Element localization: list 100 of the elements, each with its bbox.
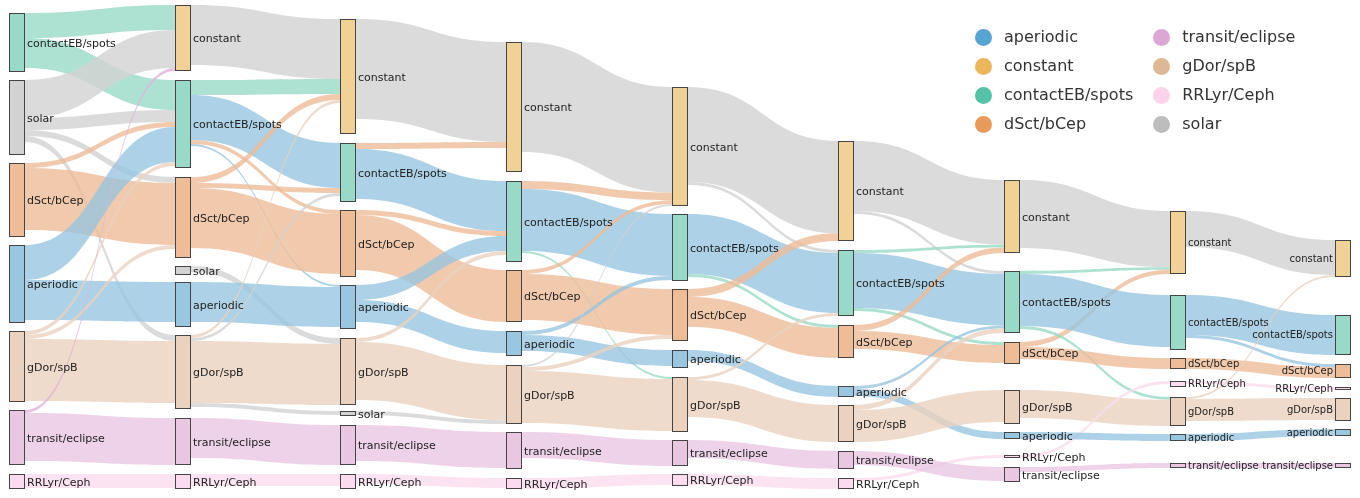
node-label: gDor/spB: [524, 389, 575, 400]
node-label: transit/eclipse: [27, 432, 105, 443]
legend-label: aperiodic: [1004, 26, 1078, 48]
flow-band: [25, 30, 175, 118]
node-label: contactEB/spots: [193, 118, 282, 130]
flow-band: [191, 403, 340, 415]
node-label: gDor/spB: [27, 361, 78, 372]
node-label: transit/eclipse: [856, 454, 934, 466]
flow-band: [25, 245, 175, 339]
node-label: gDor/spB: [1286, 404, 1333, 415]
node-label: dSct/bCep: [524, 290, 581, 302]
flow-band: [1186, 211, 1335, 276]
flow-band: [688, 182, 838, 253]
flow-band: [522, 204, 672, 367]
node-label: transit/eclipse: [690, 447, 768, 459]
node-label: aperiodic: [690, 353, 741, 365]
node-label: gDor/spB: [856, 418, 907, 429]
node-label: RRLyr/Ceph: [27, 476, 91, 487]
node-label: solar: [193, 265, 220, 276]
node-label: transit/eclipse: [1022, 469, 1100, 480]
flow-band: [1020, 432, 1170, 441]
node-label: gDor/spB: [193, 366, 244, 378]
node-label: dSct/bCep: [856, 336, 913, 347]
node-label: dSct/bCep: [1188, 358, 1240, 369]
flow-band: [191, 418, 340, 465]
flow-band: [688, 297, 838, 358]
legend-label: dSct/bCep: [1004, 113, 1087, 135]
node-label: constant: [856, 185, 904, 197]
node-label: aperiodic: [1188, 432, 1235, 443]
node-label: contactEB/spots: [690, 242, 779, 253]
flow-band: [522, 42, 672, 193]
flow-band: [191, 282, 340, 327]
flow-band: [356, 142, 506, 149]
flow-band: [25, 280, 175, 322]
node-label: contactEB/spots: [358, 167, 447, 178]
node-label: dSct/bCep: [1281, 366, 1333, 376]
node-label: gDor/spB: [1188, 406, 1235, 417]
flow-band: [191, 341, 340, 405]
node-label: gDor/spB: [358, 366, 409, 377]
node-label: transit/eclipse: [1188, 460, 1259, 471]
flow-band: [854, 211, 1004, 274]
node-label: RRLyr/Ceph: [358, 476, 422, 487]
flow-band: [356, 149, 506, 231]
node-label: transit/eclipse: [524, 445, 602, 456]
node-label: solar: [358, 408, 385, 419]
flow-band: [854, 328, 1004, 410]
flow-band: [1020, 390, 1170, 426]
flow-band: [1020, 347, 1170, 369]
flow-band: [522, 474, 672, 489]
node-label: constant: [358, 71, 406, 82]
flow-band: [688, 233, 838, 297]
flow-band: [25, 413, 175, 465]
flow-band: [356, 411, 506, 424]
flow-band: [1186, 295, 1335, 355]
flow-band: [356, 425, 506, 468]
legend-label: solar: [1182, 113, 1222, 135]
flow-band: [854, 325, 1004, 389]
flow-band: [688, 440, 838, 469]
flow-band: [356, 236, 506, 300]
flow-band: [688, 380, 838, 442]
node-label: aperiodic: [1022, 430, 1073, 441]
node-label: aperiodic: [524, 338, 575, 349]
flow-band: [191, 79, 340, 95]
node-label: RRLyr/Ceph: [193, 476, 257, 487]
flow-band: [1020, 267, 1170, 274]
flow-band: [854, 141, 1004, 245]
flow-band: [25, 474, 175, 488]
node-label: constant: [1289, 253, 1333, 264]
flow-band: [854, 308, 1004, 345]
flow-band: [1186, 429, 1335, 441]
flow-band: [356, 342, 506, 421]
node-label: constant: [690, 141, 738, 152]
flow-band: [1186, 398, 1335, 421]
flow-band: [191, 183, 340, 193]
node-label: constant: [524, 101, 572, 113]
flow-band: [1186, 381, 1335, 390]
node-label: constant: [1022, 211, 1070, 222]
node-label: contactEB/spots: [27, 37, 116, 48]
flow-band: [25, 122, 175, 168]
flow-band: [1186, 358, 1335, 378]
flow-band: [1020, 463, 1170, 472]
flow-band: [25, 5, 175, 38]
node-label: gDor/spB: [690, 399, 741, 410]
node-label: transit/eclipse: [1262, 460, 1333, 471]
node-label: contactEB/spots: [524, 216, 613, 227]
flow-band: [191, 100, 340, 338]
flow-band: [191, 5, 340, 79]
flow-band: [356, 19, 506, 142]
node-label: dSct/bCep: [358, 238, 415, 249]
flow-band: [25, 110, 175, 130]
node-label: aperiodic: [193, 299, 244, 310]
flow-band: [25, 127, 175, 280]
node-label: RRLyr/Ceph: [1275, 383, 1333, 394]
node-label: contactEB/spots: [856, 277, 945, 289]
node-label: constant: [193, 32, 241, 44]
flow-band: [854, 244, 1004, 253]
flow-band: [1186, 463, 1335, 468]
flow-band: [688, 313, 838, 380]
flow-band: [356, 210, 506, 236]
node-label: aperiodic: [358, 301, 409, 313]
